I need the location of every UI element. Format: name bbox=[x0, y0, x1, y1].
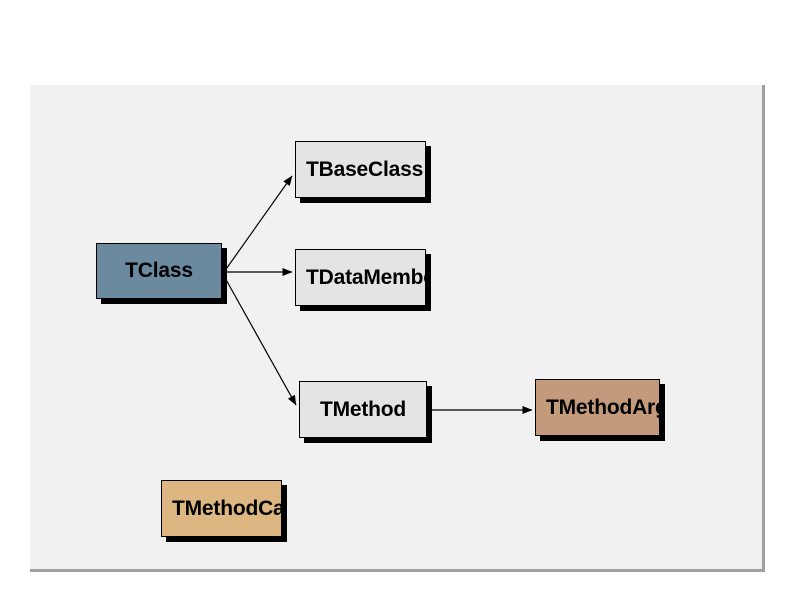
node-tmethod-label: TMethod bbox=[319, 397, 407, 421]
node-tbaseclass[interactable]: TBaseClass bbox=[295, 141, 426, 198]
node-tclass-label: TClass bbox=[125, 259, 193, 282]
node-tdatamember[interactable]: TDataMember bbox=[295, 249, 426, 306]
node-tmethodcall-label: TMethodCall bbox=[172, 496, 281, 520]
node-tmethod[interactable]: TMethod bbox=[299, 381, 427, 438]
node-tmethodcall[interactable]: TMethodCall bbox=[161, 480, 282, 537]
node-tmethodarg-label: TMethodArg bbox=[546, 395, 660, 419]
node-tmethodarg[interactable]: TMethodArg bbox=[535, 379, 660, 436]
node-tbaseclass-label: TBaseClass bbox=[306, 157, 424, 181]
node-tdatamember-label: TDataMember bbox=[306, 265, 425, 289]
node-tclass[interactable]: TClass bbox=[96, 243, 222, 299]
